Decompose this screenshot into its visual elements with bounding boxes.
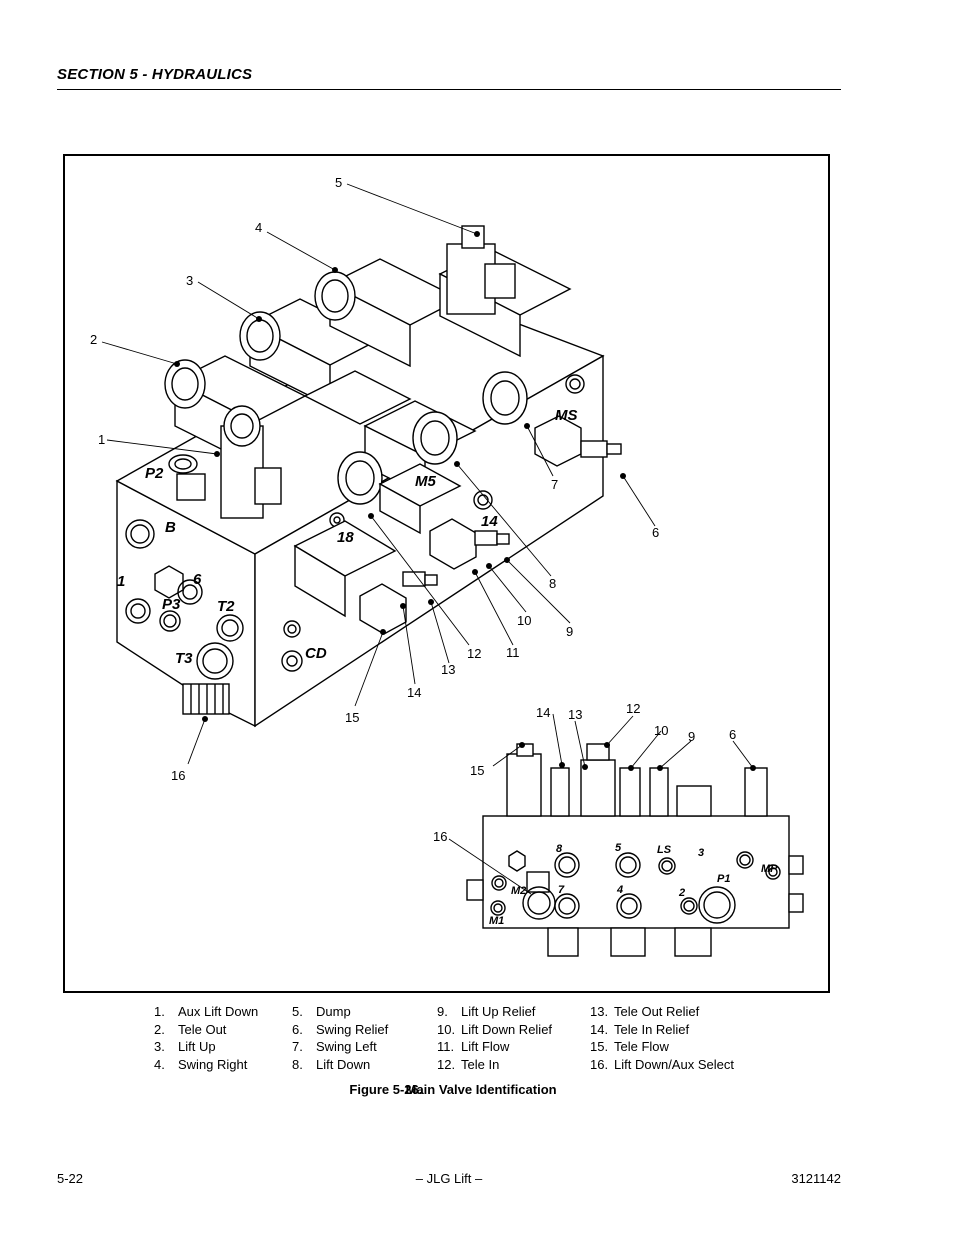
header-rule [57,89,841,90]
legend-item: 8.Lift Down [292,1056,371,1072]
callout-2: 2 [90,332,97,347]
inset-marking-5: 5 [615,842,622,854]
callout-9: 9 [566,624,573,639]
section-header: SECTION 5 - HYDRAULICS [57,66,253,83]
marking-14: 14 [481,513,498,530]
inset-callout-9: 9 [688,729,695,744]
callout-13: 13 [441,662,455,677]
inset-marking-m2: M2 [511,885,526,897]
marking-p2: P2 [145,465,164,482]
marking-18: 18 [337,529,354,546]
marking-t2: T2 [217,598,235,615]
legend-item: 9.Lift Up Relief [437,1004,536,1019]
callout-15: 15 [345,710,359,725]
callout-5: 5 [335,175,342,190]
callout-8: 8 [549,576,556,591]
caption-title: Main Valve Identification [405,1082,557,1097]
legend-item: 16.Lift Down/Aux Select [590,1056,734,1072]
marking-t3: T3 [175,650,193,667]
footer-page-number: 5-22 [57,1171,84,1186]
legend-item: 12.Tele In [437,1056,500,1072]
marking-b: B [165,519,176,536]
legend-column-3: 9.Lift Up Relief 10.Lift Down Relief 11.… [437,1003,552,1073]
marking-1: 1 [117,573,125,590]
legend-item: 10.Lift Down Relief [437,1021,553,1037]
inset-callout-6: 6 [729,727,736,742]
figure-frame: P2 B 1 6 P3 T2 T3 CD MS 18 14 M5 [63,154,830,993]
legend-item: 5.Dump [292,1004,351,1019]
callout-3: 3 [186,273,193,288]
footer-doc-number: 3121142 [791,1171,841,1186]
callout-12: 12 [467,646,481,661]
legend-item: 11.Lift Flow [437,1039,510,1054]
legend-item: 6.Swing Relief [292,1021,389,1037]
legend-column-4: 13.Tele Out Relief 14.Tele In Relief 15.… [590,1003,734,1073]
legend-item: 14.Tele In Relief [590,1021,690,1037]
inset-marking-4: 4 [616,884,623,896]
figure-caption: Figure 5-26. Main Valve Identification [0,1082,954,1097]
inset-marking-7: 7 [558,884,565,896]
marking-ms: MS [555,407,578,424]
legend-item: 4.Swing Right [154,1056,248,1072]
inset-callout-15: 15 [470,763,484,778]
inset-marking-3: 3 [698,847,704,859]
callout-16: 16 [171,768,185,783]
legend-column-2: 5.Dump 6.Swing Relief 7.Swing Left 8.Lif… [292,1003,388,1073]
callout-6: 6 [652,525,659,540]
marking-6: 6 [193,571,202,588]
callout-14: 14 [407,685,421,700]
callout-7: 7 [551,477,558,492]
legend-column-1: 1.Aux Lift Down 2.Tele Out 3.Lift Up 4.S… [154,1003,258,1073]
legend-item: 7.Swing Left [292,1039,377,1054]
callout-4: 4 [255,220,262,235]
legend-item: 15.Tele Flow [590,1039,669,1054]
inset-callout-13: 13 [568,707,582,722]
inset-callout-14: 14 [536,705,550,720]
inset-valve-block [466,743,804,957]
callout-1: 1 [98,432,105,447]
valve-illustration: P2 B 1 6 P3 T2 T3 CD MS 18 14 M5 [90,175,804,957]
marking-p3: P3 [162,596,181,613]
marking-cd: CD [305,645,327,662]
inset-marking-mp: MP [761,863,778,875]
main-valve-block [115,225,622,728]
callout-10: 10 [517,613,531,628]
inset-marking-m1: M1 [489,915,504,927]
legend-item: 3.Lift Up [154,1039,216,1054]
inset-marking-p1: P1 [717,873,730,885]
inset-callout-16: 16 [433,829,447,844]
callout-11: 11 [506,645,520,660]
caption-label: Figure 5-26. [349,1082,423,1097]
inset-marking-2: 2 [678,887,685,899]
inset-callout-12: 12 [626,701,640,716]
inset-marking-8: 8 [556,843,563,855]
legend-item: 1.Aux Lift Down [154,1004,259,1019]
legend-item: 2.Tele Out [154,1021,227,1037]
legend-item: 13.Tele Out Relief [590,1004,700,1019]
inset-callout-10: 10 [654,723,668,738]
marking-m5: M5 [415,473,436,490]
footer-center: – JLG Lift – [415,1171,483,1186]
inset-marking-ls: LS [657,844,672,856]
